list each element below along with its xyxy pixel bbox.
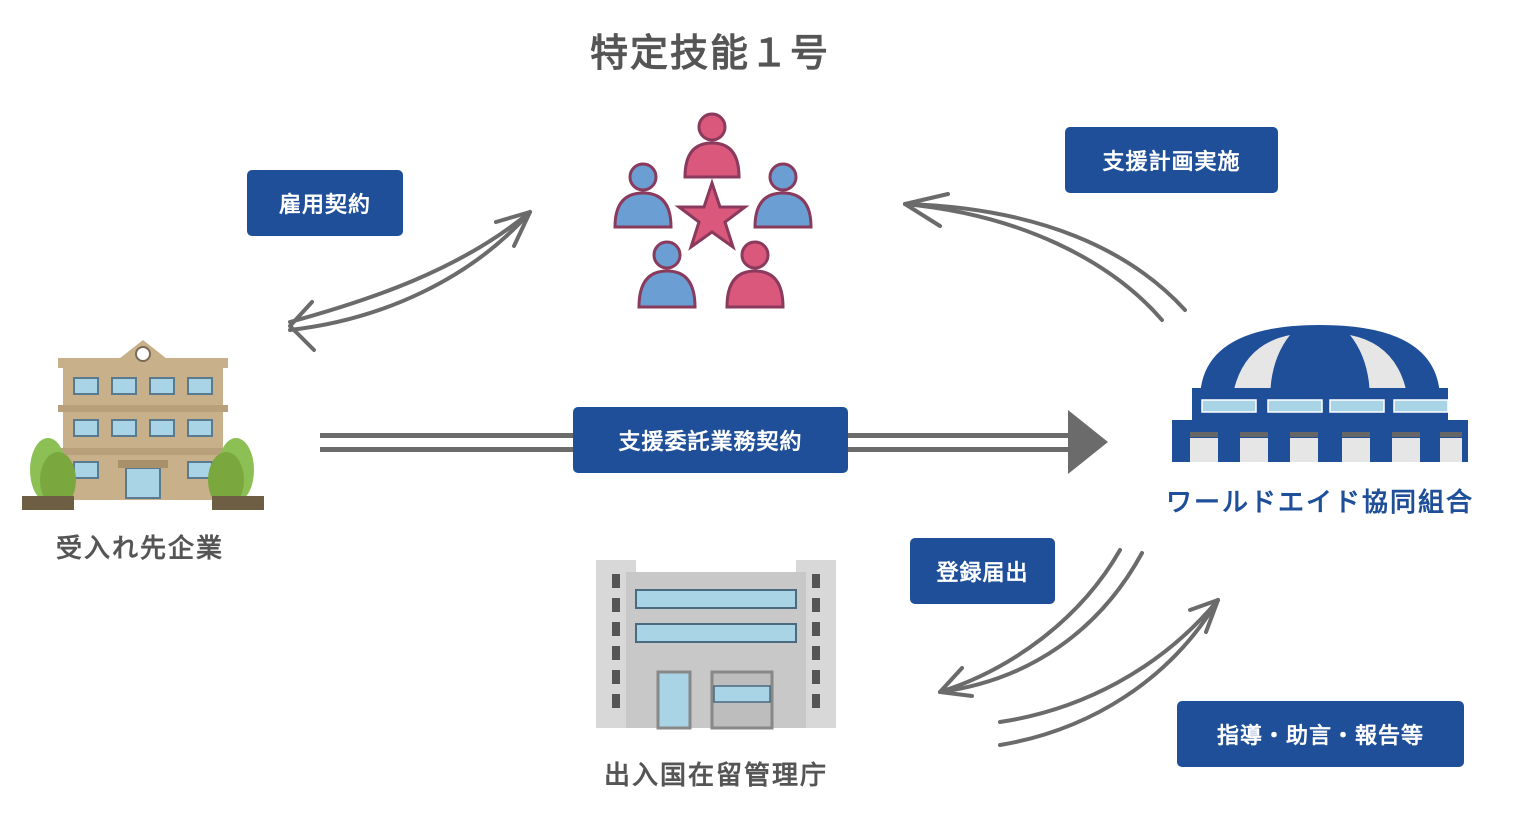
people-group-star-icon [613, 112, 813, 309]
immigration-label: 出入国在留管理庁 [603, 761, 828, 791]
guidance-badge: 指導・助言・報告等 [1177, 701, 1464, 767]
registration-arrow [938, 548, 1144, 698]
dome-building-icon [1172, 325, 1468, 462]
support-plan-badge: 支援計画実施 [1065, 127, 1278, 193]
employment-contract-badge: 雇用契約 [247, 170, 403, 236]
school-building-icon [22, 340, 264, 510]
employment-arrow [288, 210, 532, 352]
guidance-arrow [998, 598, 1220, 747]
employer-label: 受入れ先企業 [55, 534, 224, 564]
union-label: ワールドエイド協同組合 [1165, 488, 1474, 518]
support-plan-arrow [903, 192, 1187, 322]
support-outsourcing-contract-badge: 支援委託業務契約 [573, 407, 848, 473]
diagram-title: 特定技能１号 [589, 31, 830, 75]
office-building-icon [596, 560, 836, 730]
registration-badge: 登録届出 [910, 538, 1055, 604]
